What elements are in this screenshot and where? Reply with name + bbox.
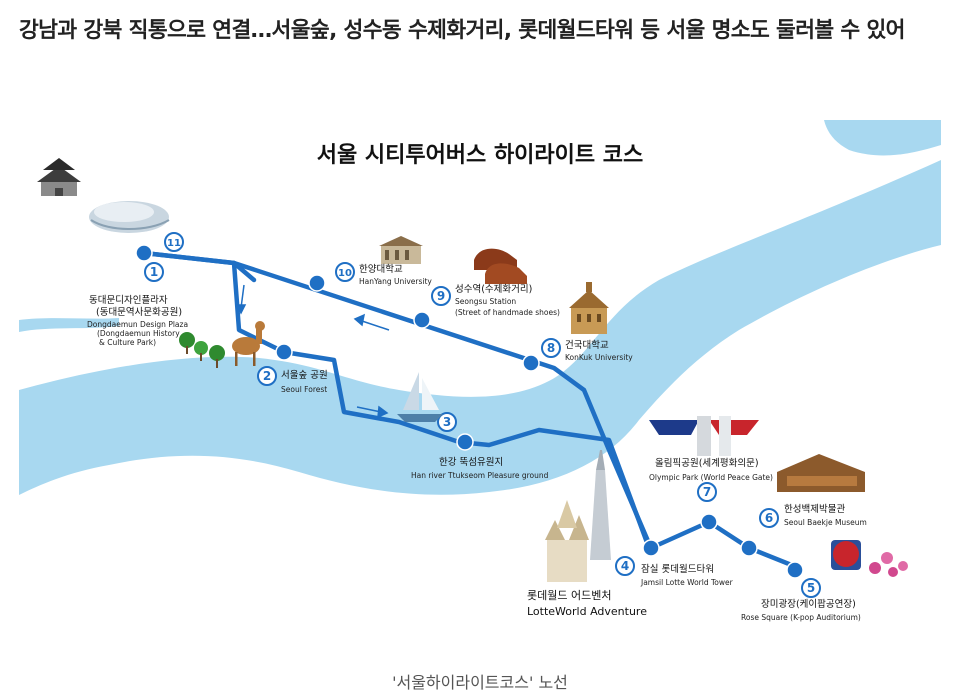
stop-number-8: 8 bbox=[547, 341, 555, 355]
stop-number-7: 7 bbox=[703, 485, 711, 499]
hanyang-illustration bbox=[379, 236, 423, 264]
stop-badge-1 bbox=[144, 262, 164, 282]
svg-text:성수역(수제화거리): 성수역(수제화거리) bbox=[455, 284, 532, 295]
svg-text:건국대학교: 건국대학교 bbox=[565, 340, 609, 351]
baekje-museum-illustration bbox=[777, 454, 865, 492]
svg-text:한성백제박물관: 한성백제박물관 bbox=[784, 504, 845, 515]
stop-badges bbox=[144, 232, 821, 598]
stop-label-6: 한성백제박물관 Seoul Baekje Museum bbox=[784, 504, 867, 527]
lotte-tower-illustration bbox=[590, 450, 611, 560]
svg-text:(Street of handmade shoes): (Street of handmade shoes) bbox=[455, 308, 560, 317]
konkuk-illustration bbox=[569, 282, 609, 334]
stop-label-3: 한강 뚝섬유원지 Han river Ttukseom Pleasure gro… bbox=[411, 457, 549, 480]
stop-number-3: 3 bbox=[443, 415, 451, 429]
direction-arrows bbox=[235, 284, 390, 419]
han-river bbox=[19, 160, 941, 495]
article-headline: 강남과 강북 직통으로 연결…서울숲, 성수동 수제화거리, 롯데월드타워 등 … bbox=[19, 18, 905, 43]
svg-text:잠실 롯데월드타워: 잠실 롯데월드타워 bbox=[641, 563, 714, 575]
svg-text:Seoul Forest: Seoul Forest bbox=[281, 385, 327, 394]
stop-label-2: 서울숲 공원 Seoul Forest bbox=[281, 370, 328, 394]
stop-number-5: 5 bbox=[807, 581, 815, 595]
stop-badge-2 bbox=[257, 366, 277, 386]
svg-text:LotteWorld Adventure: LotteWorld Adventure bbox=[527, 605, 647, 618]
sailboat-illustration bbox=[397, 372, 443, 422]
stop-badge-8 bbox=[541, 338, 561, 358]
river-upper-branch bbox=[824, 120, 941, 156]
svg-text:(동대문역사문화공원): (동대문역사문화공원) bbox=[96, 307, 182, 318]
svg-text:Jamsil Lotte World Tower: Jamsil Lotte World Tower bbox=[640, 578, 734, 587]
rose-square-illustration bbox=[831, 540, 908, 577]
stop-badge-numbers: 1 2 3 4 5 6 7 8 9 10 11 bbox=[150, 238, 815, 595]
river-tributary bbox=[19, 318, 119, 332]
stop-label-9: 성수역(수제화거리) Seongsu Station (Street of ha… bbox=[455, 284, 560, 317]
svg-text:Seongsu Station: Seongsu Station bbox=[455, 297, 516, 306]
stop-label-7: 올림픽공원(세계평화의문) Olympic Park (World Peace … bbox=[649, 457, 773, 482]
svg-text:Olympic Park (World Peace Gate: Olympic Park (World Peace Gate) bbox=[649, 473, 773, 482]
stop-badge-11 bbox=[164, 232, 184, 252]
ddp-illustration bbox=[89, 201, 170, 233]
figure-caption: '서울하이라이트코스' 노선 bbox=[392, 673, 568, 692]
svg-text:롯데월드 어드벤처: 롯데월드 어드벤처 bbox=[527, 589, 611, 602]
seoul-forest-illustration bbox=[179, 321, 265, 368]
stop-number-4: 4 bbox=[621, 559, 629, 573]
landmark-label-lotteworld: 롯데월드 어드벤처 LotteWorld Adventure bbox=[527, 589, 647, 618]
svg-text:서울숲 공원: 서울숲 공원 bbox=[281, 370, 328, 381]
stop-number-10: 10 bbox=[338, 268, 352, 279]
map-title: 서울 시티투어버스 하이라이트 코스 bbox=[317, 143, 644, 168]
stop-badge-9 bbox=[431, 286, 451, 306]
stop-number-11: 11 bbox=[167, 238, 181, 249]
stop-number-1: 1 bbox=[150, 265, 158, 279]
stop-label-5: 장미광장(케이팝공연장) Rose Square (K-pop Auditori… bbox=[741, 598, 861, 622]
svg-text:Seoul Baekje Museum: Seoul Baekje Museum bbox=[784, 518, 867, 527]
svg-text:한양대학교: 한양대학교 bbox=[359, 264, 403, 275]
svg-text:Han river Ttukseom Pleasure gr: Han river Ttukseom Pleasure ground bbox=[411, 471, 549, 480]
stop-badge-7 bbox=[697, 482, 717, 502]
stop-badge-4 bbox=[615, 556, 635, 576]
shoes-illustration bbox=[474, 248, 527, 284]
stop-badge-5 bbox=[801, 578, 821, 598]
svg-text:KonKuk University: KonKuk University bbox=[565, 353, 633, 362]
stop-badge-6 bbox=[759, 508, 779, 528]
lotteworld-castle-illustration bbox=[545, 500, 589, 582]
svg-text:한강 뚝섬유원지: 한강 뚝섬유원지 bbox=[439, 457, 503, 468]
bus-route bbox=[141, 250, 802, 571]
stop-label-8: 건국대학교 KonKuk University bbox=[565, 340, 633, 362]
stop-number-2: 2 bbox=[263, 369, 271, 383]
stop-label-10: 한양대학교 HanYang University bbox=[359, 264, 432, 286]
svg-text:Rose Square (K-pop Auditorium): Rose Square (K-pop Auditorium) bbox=[741, 613, 861, 622]
route-map-figure: 서울 시티투어버스 하이라이트 코스 1 2 3 4 5 bbox=[19, 120, 941, 640]
bus-icons bbox=[135, 244, 804, 579]
svg-text:동대문디자인플라자: 동대문디자인플라자 bbox=[89, 295, 168, 306]
gate-illustration bbox=[37, 158, 81, 196]
stop-badge-10 bbox=[335, 262, 355, 282]
svg-text:올림픽공원(세계평화의문): 올림픽공원(세계평화의문) bbox=[655, 457, 759, 469]
route-map: 서울 시티투어버스 하이라이트 코스 1 2 3 4 5 bbox=[19, 120, 941, 622]
svg-text:HanYang University: HanYang University bbox=[359, 277, 432, 286]
stop-label-1: 동대문디자인플라자 (동대문역사문화공원) Dongdaemun Design … bbox=[87, 295, 188, 347]
svg-text:장미광장(케이팝공연장): 장미광장(케이팝공연장) bbox=[761, 598, 856, 610]
stop-label-4: 잠실 롯데월드타워 Jamsil Lotte World Tower bbox=[640, 563, 734, 587]
stop-number-9: 9 bbox=[437, 289, 445, 303]
peace-gate-illustration bbox=[649, 416, 759, 456]
stop-number-6: 6 bbox=[765, 511, 773, 525]
svg-text:(Dongdaemun History: (Dongdaemun History bbox=[97, 329, 180, 338]
stop-badge-3 bbox=[437, 412, 457, 432]
svg-text:Dongdaemun Design Plaza: Dongdaemun Design Plaza bbox=[87, 320, 188, 329]
svg-text:& Culture Park): & Culture Park) bbox=[99, 338, 156, 347]
